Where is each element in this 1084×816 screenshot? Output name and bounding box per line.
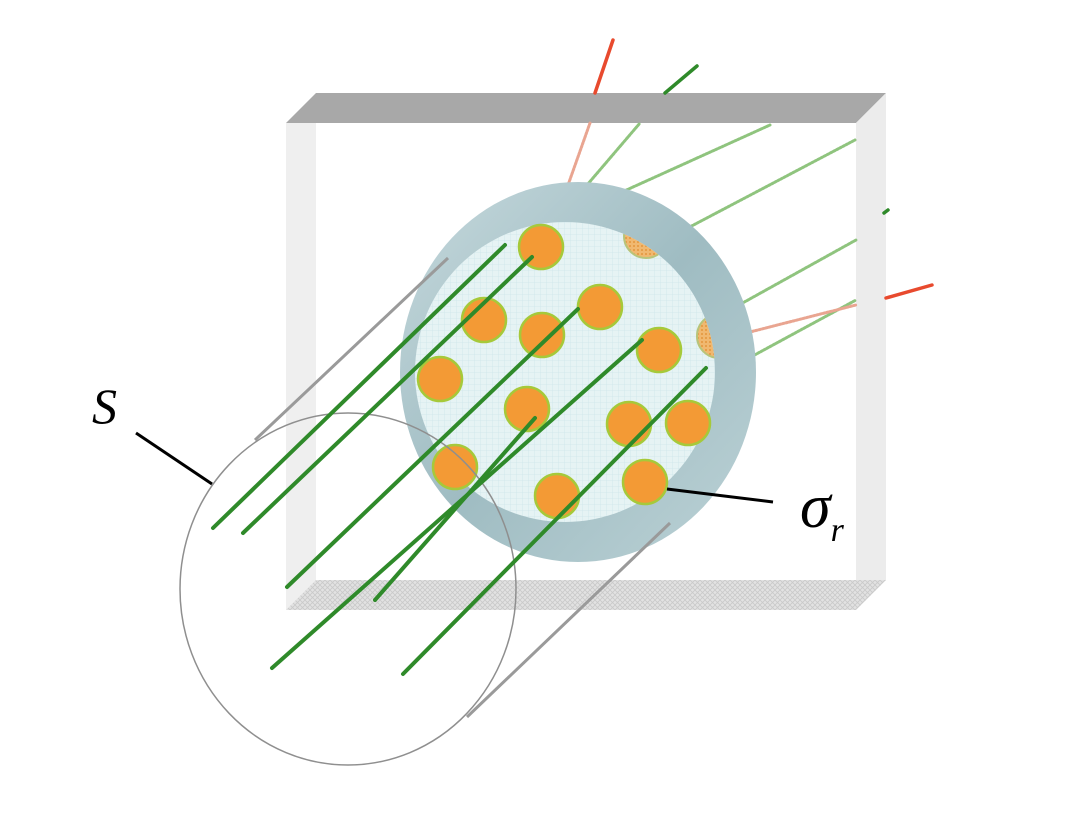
surface-label-group: S — [92, 378, 213, 486]
surface-leader-line — [135, 431, 213, 486]
nucleus-circle — [576, 283, 624, 331]
beam-edge-upper — [253, 256, 450, 442]
incident-rays — [211, 243, 708, 676]
nucleus-circle — [635, 326, 683, 374]
cross-section-label: σr — [800, 473, 845, 549]
frame-left-post — [286, 123, 316, 610]
incident-ray — [401, 366, 708, 676]
nucleus-circle — [503, 385, 551, 433]
target-disc — [400, 182, 756, 562]
nucleus-circle — [431, 443, 479, 491]
cross-section-subscript: r — [831, 512, 845, 549]
nucleus-circle — [621, 458, 669, 506]
incident-ray — [241, 255, 534, 535]
incident-ray — [211, 243, 507, 530]
nucleus-circle — [605, 400, 653, 448]
beam-edge-lower — [465, 521, 672, 719]
cross-section-symbol: σ — [800, 473, 833, 541]
outgoing-green-ray — [663, 64, 699, 95]
target-frame — [286, 93, 886, 610]
beam-cross-section-circle — [179, 412, 517, 766]
cross-section-label-group: σr — [666, 473, 845, 549]
incident-ray — [285, 307, 580, 589]
surface-label: S — [92, 378, 117, 434]
cross-section-leader-line — [666, 487, 774, 504]
frame-right-side — [856, 93, 886, 610]
frame-top-bar — [286, 93, 886, 123]
outgoing-red-ray — [593, 38, 615, 95]
nucleus-circle — [533, 472, 581, 520]
nucleus-circle — [416, 355, 464, 403]
nucleus-circle — [664, 399, 712, 447]
incident-ray — [373, 416, 537, 602]
outgoing-ray-stubs — [593, 38, 934, 300]
outgoing-red-ray — [884, 283, 934, 300]
beam-cylinder — [179, 256, 672, 766]
nucleus-circle — [518, 311, 566, 359]
nucleus-circle — [460, 296, 508, 344]
frame-floor — [286, 580, 886, 610]
outgoing-green-ray — [882, 208, 890, 215]
